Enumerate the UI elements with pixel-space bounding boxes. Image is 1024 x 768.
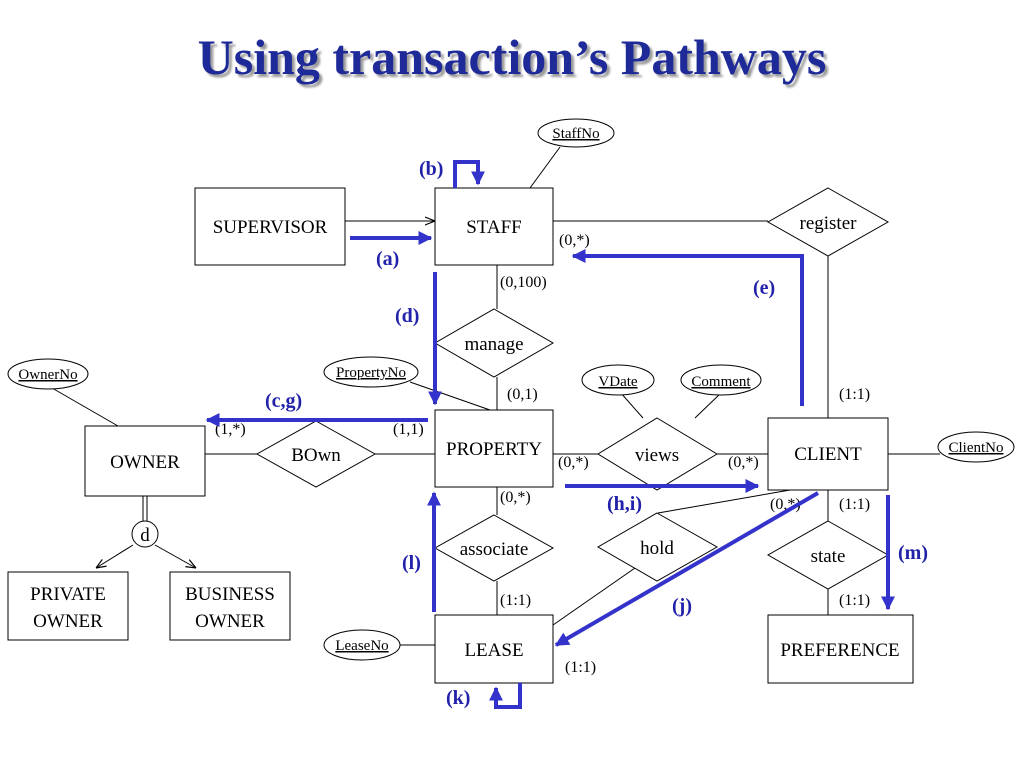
cardinality-property-bown: (1,1) (393, 421, 424, 438)
svg-text:PRIVATE: PRIVATE (30, 584, 106, 605)
relationship-hold: hold (596, 512, 719, 582)
svg-text:VDate: VDate (598, 374, 637, 390)
pathway-label-cg: (c,g) (265, 390, 302, 412)
svg-text:LEASE: LEASE (464, 640, 523, 661)
svg-text:PropertyNo: PropertyNo (336, 365, 406, 381)
pathway-labels: (a) (b) (c,g) (d) (e) (h,i) (j) (k) (l) … (265, 158, 928, 709)
svg-text:PROPERTY: PROPERTY (446, 439, 542, 460)
entity-private-owner: PRIVATE OWNER (7, 571, 129, 641)
attribute-vdate: VDate (581, 364, 655, 396)
cardinality-preference-state: (1:1) (839, 592, 870, 609)
svg-text:ClientNo: ClientNo (949, 440, 1004, 456)
svg-text:Comment: Comment (691, 374, 751, 390)
relationship-bown: BOwn (255, 420, 377, 488)
cardinality-lease-hold: (1:1) (565, 659, 596, 676)
svg-text:OwnerNo: OwnerNo (18, 367, 77, 383)
svg-text:OWNER: OWNER (110, 452, 180, 473)
pathway-j-arrow (554, 491, 820, 647)
cardinality-property-manage: (0,1) (507, 386, 538, 403)
pathway-label-e: (e) (753, 277, 775, 299)
entity-supervisor: SUPERVISOR (194, 187, 346, 266)
svg-text:associate: associate (460, 539, 529, 560)
svg-text:manage: manage (464, 334, 523, 355)
svg-text:STAFF: STAFF (466, 217, 522, 238)
attribute-leaseno: LeaseNo (323, 629, 401, 661)
relationship-associate: associate (433, 514, 555, 582)
pathway-label-d: (d) (395, 305, 419, 327)
svg-text:BOwn: BOwn (291, 445, 341, 466)
page-title: Using transaction’s Pathways (197, 29, 827, 85)
svg-text:register: register (800, 213, 858, 234)
cardinality-owner-bown: (1,*) (215, 421, 246, 438)
entity-staff: STAFF (434, 187, 554, 266)
pathway-b-loop (453, 160, 485, 188)
cardinality-property-associate: (0,*) (500, 489, 531, 506)
svg-text:CLIENT: CLIENT (794, 444, 862, 465)
connector-lines (51, 146, 940, 646)
relationship-manage: manage (433, 308, 555, 378)
pathway-label-m: (m) (898, 542, 928, 564)
pathway-label-l: (l) (402, 552, 421, 574)
attribute-propertyno: PropertyNo (323, 356, 419, 388)
relationship-register: register (766, 187, 890, 257)
svg-text:OWNER: OWNER (195, 611, 265, 632)
entity-owner: OWNER (84, 425, 206, 497)
pathway-arrows (205, 160, 895, 709)
cardinality-property-views: (0,*) (558, 454, 589, 471)
svg-text:BUSINESS: BUSINESS (185, 584, 275, 605)
relationship-state: state (766, 520, 890, 590)
pathway-label-hi: (h,i) (607, 493, 642, 515)
cardinality-staff-manage: (0,100) (500, 274, 547, 291)
cardinality-client-state: (1:1) (839, 496, 870, 513)
entity-property: PROPERTY (434, 409, 554, 488)
pathway-label-j: (j) (672, 595, 692, 617)
svg-text:PREFERENCE: PREFERENCE (780, 640, 899, 661)
svg-text:d: d (140, 525, 150, 546)
svg-text:state: state (811, 546, 846, 567)
pathway-e-arrow (571, 249, 804, 406)
svg-text:SUPERVISOR: SUPERVISOR (213, 217, 328, 238)
cardinality-labels: (0,*) (0,100) (0,1) (1:1) (1,*) (1,1) (0… (215, 232, 870, 676)
entity-client: CLIENT (767, 417, 889, 491)
cardinality-client-register: (1:1) (839, 386, 870, 403)
svg-text:StaffNo: StaffNo (552, 126, 599, 142)
pathway-k-loop (489, 683, 522, 709)
entity-lease: LEASE (434, 614, 554, 684)
cardinality-client-views: (0,*) (728, 454, 759, 471)
cardinality-lease-associate: (1:1) (500, 592, 531, 609)
attribute-clientno: ClientNo (937, 431, 1015, 463)
svg-text:LeaseNo: LeaseNo (335, 638, 388, 654)
attribute-comment: Comment (680, 364, 762, 396)
pathway-label-k: (k) (446, 687, 470, 709)
disjoint-circle: d (131, 520, 159, 548)
cardinality-staff-register: (0,*) (559, 232, 590, 249)
pathway-label-a: (a) (376, 248, 399, 270)
entity-preference: PREFERENCE (767, 614, 914, 684)
relationship-views: views (597, 417, 718, 491)
svg-text:hold: hold (640, 538, 674, 559)
svg-text:OWNER: OWNER (33, 611, 103, 632)
svg-text:views: views (635, 445, 679, 466)
pathway-label-b: (b) (419, 158, 443, 180)
entity-business-owner: BUSINESS OWNER (169, 571, 291, 641)
attribute-ownerno: OwnerNo (7, 358, 89, 390)
attribute-staffno: StaffNo (537, 118, 615, 148)
